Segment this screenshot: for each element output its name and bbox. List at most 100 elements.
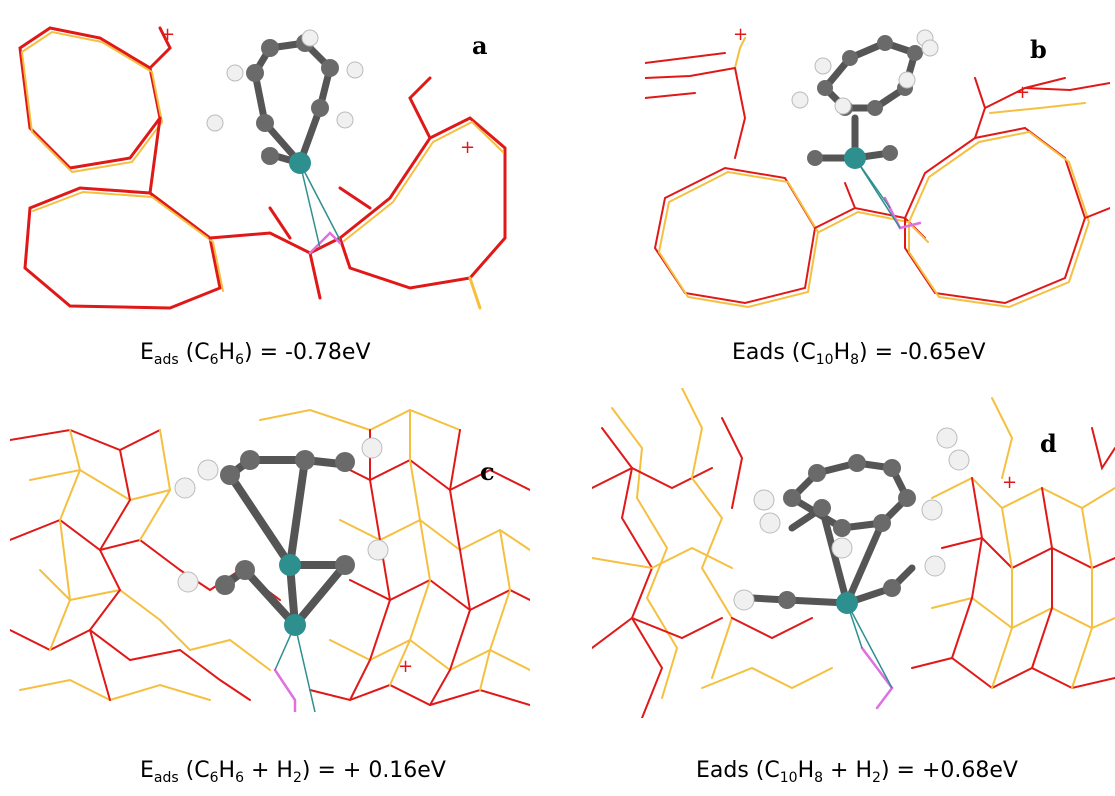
metal-atom [836,592,858,614]
caption-d: Eads (C10H8 + H2) = +0.68eV [696,758,1018,786]
hydrogen-atom [759,512,781,534]
framework-bond [19,678,211,702]
hydrogen-atom [206,114,224,132]
carbon-atom [321,59,339,77]
panel-letter-c: c [480,457,495,486]
framework-bond [309,683,530,707]
metal-bond [299,162,321,249]
panel-letter-b: b [1030,35,1047,64]
framework-bond [179,649,251,701]
carbon-atom [335,452,355,472]
metal-bond [846,602,893,689]
framework-bond [308,251,322,300]
framework-bond [268,206,292,240]
framework-bond [592,616,723,649]
metal-bond [299,162,341,241]
framework-bond [991,507,1013,689]
hydrogen-atom [733,589,755,611]
framework-bond [1084,207,1110,219]
framework-ring [657,170,820,308]
framework-bond [148,26,172,70]
carbon-atom [882,145,898,161]
hydrogen-atom [814,57,832,75]
hydrogen-atom [898,71,916,89]
hydrogen-atom [177,571,199,593]
framework-bond [389,409,432,686]
framework-bond [1031,487,1053,669]
framework-bond [329,458,530,492]
hydrogen-atom [174,477,196,499]
carbon-atom [842,50,858,66]
carbon-atom [907,45,923,61]
framework-bond [974,77,987,139]
structure-b: + + [645,24,1110,308]
hydrogen-atom [921,499,943,521]
framework-bond [349,578,530,612]
carbon-atom [215,575,235,595]
metal-atom [284,614,306,636]
framework-bond [911,656,1115,690]
carbon-atom [235,560,255,580]
framework-bond [338,186,372,210]
hydrogen-atom [948,449,970,471]
framework-bond [10,518,181,571]
framework-ring [908,130,1091,308]
framework-ring [18,26,162,170]
hydrogen-atom [346,61,364,79]
framework-bond [931,596,1115,630]
framework-bond [408,76,432,140]
framework-bond [1091,427,1115,471]
carbon-atom [220,465,240,485]
framework-bond [645,67,736,79]
al-bond [273,668,297,712]
carbon-atom [873,514,891,532]
framework-bond [468,276,482,310]
carbon-atom [883,459,901,477]
framework-bond [951,477,984,659]
carbon-atom [877,35,893,51]
framework-bond [49,429,82,651]
framework-bond [989,102,1086,114]
charge-mark: + [1002,472,1017,493]
framework-bond [1024,82,1110,92]
framework-bond [429,429,472,706]
hydrogen-atom [921,39,939,57]
charge-mark: + [460,137,475,158]
framework-bond [592,546,733,570]
framework-ring [338,116,507,290]
carbon-atom [295,450,315,470]
framework-bond [611,407,679,699]
framework-bond [601,427,664,718]
metal-bond [294,624,316,712]
carbon-atom [848,454,866,472]
structure-c: + [10,408,530,712]
carbon-atom [807,150,823,166]
charge-mark: + [160,24,175,45]
carbon-atom [311,99,329,117]
framework-bond [721,417,744,509]
framework-bond [991,397,1014,479]
carbon-atom [817,80,833,96]
framework-bond [734,37,746,69]
carbon-atom [813,499,831,517]
framework-ring [818,210,929,243]
hydrogen-atom [936,427,958,449]
carbon-atom [256,114,274,132]
hydrogen-atom [753,489,775,511]
framework-ring [343,120,504,242]
framework-bond [645,92,696,99]
carbon-atom [335,555,355,575]
panel-a: + + a [10,8,510,313]
framework-ring [23,186,222,310]
framework-bond [645,52,726,64]
metal-atom [844,147,866,169]
carbon-atom [867,100,883,116]
structure-a: + + [18,24,507,310]
framework-bond [339,518,530,552]
framework-bond [731,617,813,640]
carbon-atom [883,579,901,597]
framework-bond [259,408,461,432]
carbon-atom [833,519,851,537]
hydrogen-atom [831,537,853,559]
carbon-atom [240,450,260,470]
